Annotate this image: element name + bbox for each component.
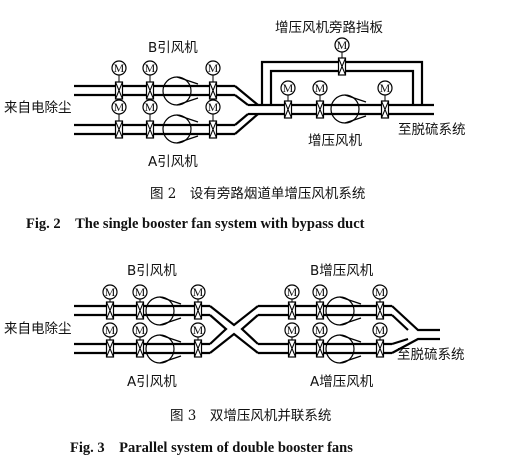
fig3-valve-ab-mid: M [312, 322, 328, 358]
svg-text:M: M [135, 285, 146, 299]
fig3-valve-a-outlet: M [190, 322, 206, 358]
svg-text:M: M [105, 285, 116, 299]
fig3-a-booster-label: A增压风机 [310, 374, 374, 390]
fig2-valve-booster-outlet: M [377, 80, 393, 119]
motor-actuator-icon: M [280, 80, 296, 96]
motor-actuator-icon: M [372, 284, 388, 300]
fig2-a-fan [162, 114, 199, 144]
motor-actuator-icon: M [132, 284, 148, 300]
motor-actuator-icon: M [284, 322, 300, 338]
motor-actuator-icon: M [205, 99, 221, 115]
fig2-b-fan-label: B引风机 [148, 40, 198, 56]
svg-text:M: M [193, 285, 204, 299]
motor-actuator-icon: M [111, 99, 127, 115]
fig3-b-fan [145, 296, 182, 326]
motor-actuator-icon: M [334, 37, 350, 53]
fig2-bypass-damper: M [334, 37, 350, 76]
fig2-duct-b [74, 60, 434, 136]
svg-text:M: M [315, 285, 326, 299]
motor-actuator-icon: M [312, 322, 328, 338]
svg-text:M: M [315, 323, 326, 337]
fig2-valve-booster-mid: M [312, 80, 328, 119]
fig3-b-fan-label: B引风机 [127, 263, 177, 279]
fig3-a-booster-fan [325, 334, 362, 364]
svg-text:M: M [287, 285, 298, 299]
svg-text:M: M [287, 323, 298, 337]
svg-text:M: M [208, 100, 219, 114]
fig3-valve-a-inlet: M [102, 322, 118, 358]
fig3-b-booster-fan [325, 296, 362, 326]
fig3-valve-b-outlet: M [190, 284, 206, 320]
svg-text:M: M [375, 285, 386, 299]
fig3-caption-cn: 图 3 双增压风机并联系统 [170, 408, 331, 424]
fig2-caption-en: Fig. 2 The single booster fan system wit… [26, 216, 365, 232]
fig3-valve-ab-outlet: M [372, 322, 388, 358]
fig2-valve-a-outlet: M [205, 99, 221, 139]
fig3-valve-a-mid: M [132, 322, 148, 358]
svg-text:M: M [145, 61, 156, 75]
fig2-a-fan-label: A引风机 [148, 154, 198, 170]
fig3-valve-ab-inlet: M [284, 322, 300, 358]
svg-text:M: M [375, 323, 386, 337]
motor-actuator-icon: M [111, 60, 127, 76]
motor-actuator-icon: M [205, 60, 221, 76]
motor-actuator-icon: M [190, 284, 206, 300]
svg-text:M: M [283, 81, 294, 95]
fig2-valve-b-outlet: M [205, 60, 221, 100]
fig2-bypass-damper-label: 增压风机旁路挡板 [275, 19, 383, 36]
motor-actuator-icon: M [312, 80, 328, 96]
svg-text:M: M [135, 323, 146, 337]
fig2-valve-booster-inlet: M [280, 80, 296, 119]
fig2-valve-b-mid: M [142, 60, 158, 100]
fig3-caption-en: Fig. 3 Parallel system of double booster… [70, 440, 353, 456]
svg-text:M: M [145, 100, 156, 114]
figure-2: 增压风机旁路挡板 B引风机 来自电除尘 增压风机 至脱硫系统 A引风机 [4, 19, 466, 170]
fig2-caption-cn: 图 2 设有旁路烟道单增压风机系统 [150, 185, 365, 202]
fig2-source-label: 来自电除尘 [4, 100, 72, 116]
svg-text:M: M [337, 38, 348, 52]
svg-text:M: M [105, 323, 116, 337]
svg-text:M: M [114, 61, 125, 75]
motor-actuator-icon: M [377, 80, 393, 96]
motor-actuator-icon: M [284, 284, 300, 300]
svg-text:M: M [114, 100, 125, 114]
motor-actuator-icon: M [132, 322, 148, 338]
fig2-b-fan [162, 76, 199, 106]
fig3-b-booster-label: B增压风机 [310, 263, 374, 279]
svg-text:M: M [380, 81, 391, 95]
svg-text:M: M [208, 61, 219, 75]
fig2-booster-fan [330, 94, 367, 124]
fig3-valve-bb-mid: M [312, 284, 328, 320]
fig2-valve-a-mid: M [142, 99, 158, 139]
fig3-a-fan-label: A引风机 [127, 374, 177, 390]
svg-text:M: M [193, 323, 204, 337]
fig3-a-fan [145, 334, 182, 364]
fig3-source-label: 来自电除尘 [4, 321, 72, 337]
fig3-valve-b-inlet: M [102, 284, 118, 320]
motor-actuator-icon: M [102, 322, 118, 338]
svg-text:M: M [315, 81, 326, 95]
fig3-dest-label: 至脱硫系统 [397, 347, 465, 363]
fig3-valve-b-mid: M [132, 284, 148, 320]
motor-actuator-icon: M [142, 60, 158, 76]
fig2-valve-b-inlet: M [111, 60, 127, 100]
motor-actuator-icon: M [372, 322, 388, 338]
motor-actuator-icon: M [312, 284, 328, 300]
fig2-dest-label: 至脱硫系统 [398, 122, 466, 138]
motor-actuator-icon: M [190, 322, 206, 338]
fig3-valve-bb-outlet: M [372, 284, 388, 320]
fig3-valve-bb-inlet: M [284, 284, 300, 320]
fig2-valve-a-inlet: M [111, 99, 127, 139]
motor-actuator-icon: M [142, 99, 158, 115]
figure-3: B引风机 B增压风机 来自电除尘 至脱硫系统 A引风机 A增压风机 [4, 263, 465, 390]
fig2-booster-label: 增压风机 [308, 133, 362, 149]
motor-actuator-icon: M [102, 284, 118, 300]
